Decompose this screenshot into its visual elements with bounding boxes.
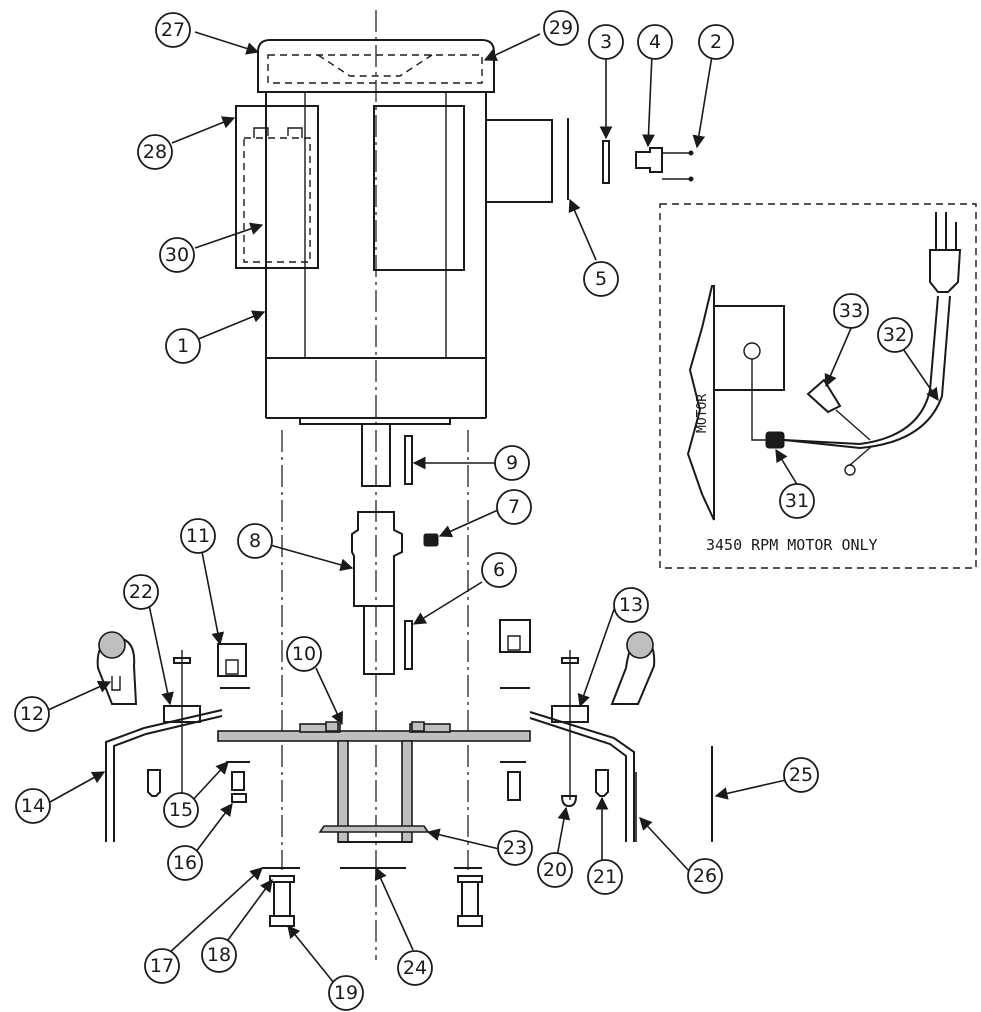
callout-20: 20: [537, 852, 573, 888]
svg-text:13: 13: [619, 594, 643, 616]
svg-text:9: 9: [506, 452, 518, 474]
svg-text:8: 8: [249, 530, 261, 552]
callout-27: 27: [155, 12, 191, 48]
svg-text:19: 19: [334, 982, 358, 1004]
base-plate: [217, 721, 531, 869]
callout-17: 17: [144, 948, 180, 984]
svg-text:28: 28: [143, 141, 167, 163]
left-hardware: [96, 631, 300, 927]
callout-5: 5: [583, 261, 619, 297]
right-hardware: [454, 619, 713, 927]
svg-text:23: 23: [503, 837, 527, 859]
callout-3: 3: [588, 24, 624, 60]
callout-30: 30: [159, 237, 195, 273]
svg-text:33: 33: [839, 300, 863, 322]
svg-text:10: 10: [292, 643, 316, 665]
callout-13: 13: [613, 587, 649, 623]
svg-text:4: 4: [649, 31, 661, 53]
svg-text:5: 5: [595, 268, 607, 290]
callout-1: 1: [165, 328, 201, 364]
svg-text:7: 7: [508, 496, 520, 518]
callout-23: 23: [497, 830, 533, 866]
svg-text:29: 29: [549, 17, 573, 39]
callout-15: 15: [163, 792, 199, 828]
svg-text:14: 14: [21, 795, 45, 817]
callout-19: 19: [328, 975, 364, 1011]
callout-25: 25: [783, 757, 819, 793]
svg-text:20: 20: [543, 859, 567, 881]
callout-26: 26: [687, 858, 723, 894]
svg-text:31: 31: [785, 490, 809, 512]
svg-text:12: 12: [20, 703, 44, 725]
callout-10: 10: [286, 636, 322, 672]
svg-text:2: 2: [710, 31, 722, 53]
svg-text:18: 18: [207, 944, 231, 966]
svg-text:32: 32: [883, 324, 907, 346]
svg-text:17: 17: [150, 955, 174, 977]
callout-22: 22: [123, 574, 159, 610]
callout-28: 28: [137, 134, 173, 170]
motor-body: [235, 39, 553, 487]
svg-text:16: 16: [173, 852, 197, 874]
motor-label: MOTOR: [695, 394, 710, 433]
svg-text:3: 3: [600, 31, 612, 53]
callout-33: 33: [833, 293, 869, 329]
svg-text:11: 11: [186, 525, 210, 547]
svg-text:21: 21: [593, 866, 617, 888]
callout-18: 18: [201, 937, 237, 973]
callout-9: 9: [494, 445, 530, 481]
svg-text:26: 26: [693, 865, 717, 887]
svg-text:25: 25: [789, 764, 813, 786]
callout-8: 8: [237, 523, 273, 559]
callout-12: 12: [14, 696, 50, 732]
callout-29: 29: [543, 10, 579, 46]
callout-2: 2: [698, 24, 734, 60]
coupler-parts: [351, 435, 439, 675]
callout-4: 4: [637, 24, 673, 60]
callout-bubbles: 1 2 3 4 5 6 7 8 9 10 11 12 13 14 15 16 1…: [14, 10, 913, 1011]
callout-24: 24: [397, 950, 433, 986]
svg-text:24: 24: [403, 957, 427, 979]
callout-32: 32: [877, 317, 913, 353]
svg-text:1: 1: [177, 335, 189, 357]
callout-7: 7: [496, 489, 532, 525]
svg-text:30: 30: [165, 244, 189, 266]
inset-caption: 3450 RPM MOTOR ONLY: [706, 536, 878, 554]
switch-parts: [567, 118, 694, 200]
callout-16: 16: [167, 845, 203, 881]
callout-14: 14: [15, 788, 51, 824]
callout-6: 6: [481, 552, 517, 588]
svg-text:22: 22: [129, 581, 153, 603]
svg-text:6: 6: [493, 559, 505, 581]
callout-31: 31: [779, 483, 815, 519]
svg-text:27: 27: [161, 19, 185, 41]
leader-lines: [47, 31, 939, 989]
svg-text:15: 15: [169, 799, 193, 821]
callout-21: 21: [587, 859, 623, 895]
callout-11: 11: [180, 518, 216, 554]
